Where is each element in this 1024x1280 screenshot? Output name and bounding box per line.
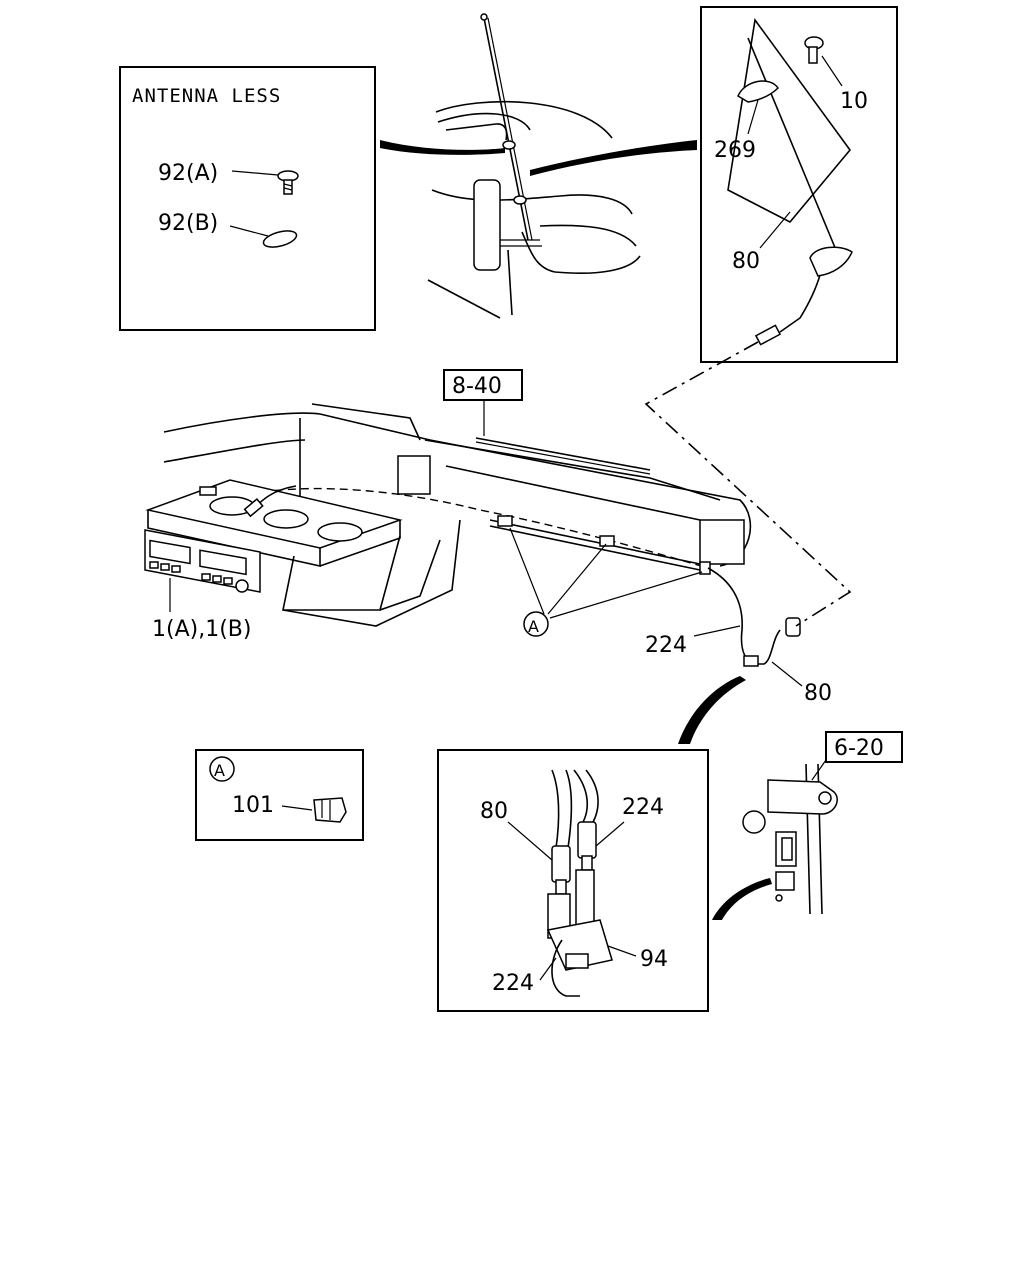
- screw-icon: [277, 170, 299, 195]
- radio-unit: [144, 529, 261, 593]
- callout-224-main: 224: [645, 633, 687, 658]
- callout-224-connector-bottom: 224: [492, 971, 534, 996]
- clip-detail-panel: A 101: [195, 749, 364, 841]
- ref-8-40: 8-40: [443, 369, 523, 436]
- callout-10: 10: [840, 89, 868, 114]
- callout-94: 94: [640, 947, 668, 972]
- antenna-less-panel: ANTENNA LESS 92(A) 92(B): [119, 66, 376, 331]
- clip-box-marker: A: [214, 761, 225, 780]
- body-bracket: [712, 763, 838, 920]
- ref-8-40-label: 8-40: [452, 374, 502, 399]
- instrument-panel-view: 1(A),1(B) A 224 80: [144, 341, 852, 744]
- callout-80-detail: 80: [732, 249, 760, 274]
- connector-detail-panel: 80 224 94 224: [437, 749, 709, 1012]
- antenna-detail-panel: 10 269 80: [700, 6, 898, 363]
- callout-101: 101: [232, 793, 274, 818]
- antenna-vehicle-view: [380, 13, 697, 319]
- callout-radio: 1(A),1(B): [152, 617, 251, 642]
- cap-plug-icon: [262, 230, 298, 248]
- callout-80-main: 80: [804, 681, 832, 706]
- callout-92b: 92(B): [158, 211, 218, 236]
- callout-224-connector-top: 224: [622, 795, 664, 820]
- ref-6-20-label: 6-20: [834, 736, 884, 761]
- callout-269: 269: [714, 138, 756, 163]
- ref-6-20: 6-20: [811, 731, 903, 781]
- screw-icon: [804, 36, 824, 64]
- callout-92a: 92(A): [158, 161, 218, 186]
- antenna-less-title: ANTENNA LESS: [132, 85, 281, 107]
- clip-marker-a: A: [528, 617, 539, 636]
- callout-80-connector: 80: [480, 799, 508, 824]
- clip-icon: [313, 797, 347, 823]
